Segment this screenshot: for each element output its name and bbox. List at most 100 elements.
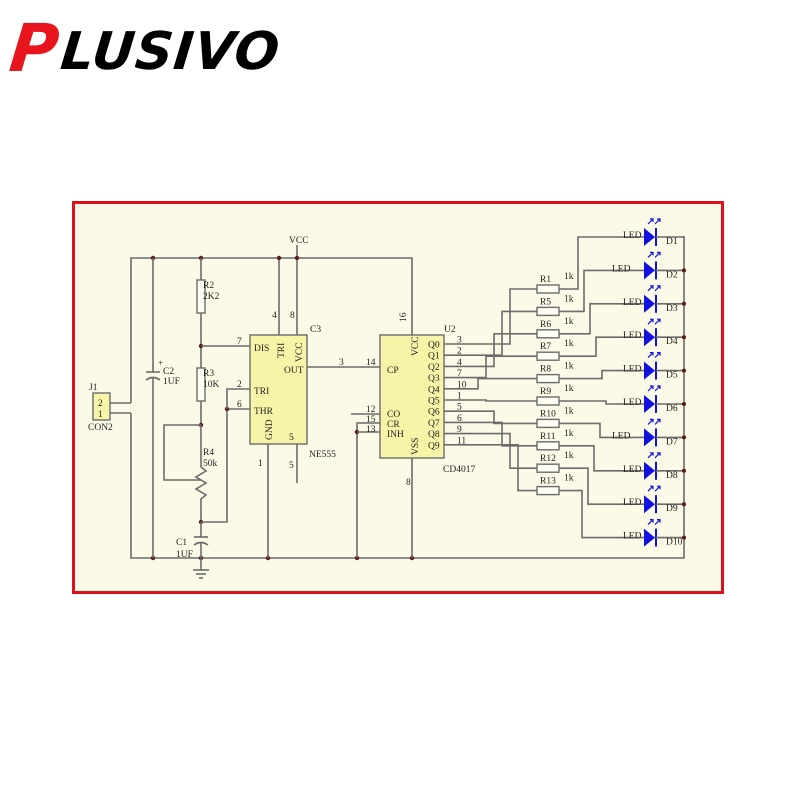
r4-value: 50k xyxy=(203,459,218,469)
d10-label: LED xyxy=(623,532,642,542)
cd4017-inh: INH xyxy=(387,430,404,440)
d3-ref: D3 xyxy=(666,304,678,314)
led-diode-icon xyxy=(644,228,655,246)
r4-ref: R4 xyxy=(203,448,214,458)
wire-q6 xyxy=(444,410,537,425)
r7-ref: R7 xyxy=(540,342,551,352)
ne555-timer-ic: 7 DIS 2 TRI 6 THR 4 8 TRI VCC OUT 3 GND … xyxy=(237,311,380,558)
ne555-out: OUT xyxy=(284,366,304,376)
light-arrow-icon xyxy=(647,318,654,325)
d1-label: LED xyxy=(623,231,642,241)
resistor-r12 xyxy=(536,463,560,473)
ne555-pin-6: 6 xyxy=(237,400,242,410)
led-diode-icon xyxy=(644,261,655,280)
output-stage-q3: R7 1k xyxy=(444,336,644,379)
light-arrow-icon xyxy=(647,519,654,526)
d4-label: LED xyxy=(623,331,642,341)
r11-ref: R11 xyxy=(540,432,556,442)
junction-dot xyxy=(682,468,686,473)
cd4017-pin-15: 15 xyxy=(366,415,376,425)
j1-pin-2: 2 xyxy=(98,399,103,409)
cd4017-q3: Q3 xyxy=(428,374,440,384)
cd4017-cr: CR xyxy=(387,420,400,430)
wire-q9 xyxy=(444,443,537,492)
junction-dot xyxy=(682,402,686,406)
r11-value: 1k xyxy=(564,429,574,439)
j1-ref: J1 xyxy=(89,383,98,393)
cd4017-pin-3: 3 xyxy=(457,336,462,346)
led-diode-icon xyxy=(644,328,655,347)
c1-ref: C1 xyxy=(176,538,187,548)
light-arrow-icon xyxy=(654,485,661,492)
junction-dot xyxy=(682,535,686,540)
resistor-r10 xyxy=(536,418,560,429)
cd4017-pin-7: 7 xyxy=(457,369,462,379)
led-d2: LED D2 xyxy=(612,251,686,280)
vcc-label: VCC xyxy=(289,236,309,246)
cd4017-pin-12: 12 xyxy=(366,405,376,415)
r9-value: 1k xyxy=(564,384,574,394)
light-arrow-icon xyxy=(654,318,661,325)
junction-dot xyxy=(682,435,686,440)
light-arrow-icon xyxy=(654,385,661,392)
light-arrow-icon xyxy=(647,285,654,292)
resistor-r13 xyxy=(536,485,560,496)
wire-r1-led xyxy=(559,236,644,290)
r12-ref: R12 xyxy=(540,454,556,464)
wire-q0 xyxy=(444,288,537,345)
cd4017-q0: Q0 xyxy=(428,341,440,351)
cd4017-vcc: VCC xyxy=(411,336,421,356)
ne555-pin-7: 7 xyxy=(237,337,242,347)
light-arrow-icon xyxy=(647,385,654,392)
light-arrow-icon xyxy=(654,352,661,359)
light-arrow-icon xyxy=(654,418,661,425)
light-arrow-icon xyxy=(654,452,661,459)
led-d1: LED D1 xyxy=(623,218,684,247)
r10-value: 1k xyxy=(564,406,574,416)
cd4017-pin-13: 13 xyxy=(366,425,376,435)
led-diode-icon xyxy=(644,495,655,514)
j1-pin-1: 1 xyxy=(98,410,103,420)
cd4017-pin-11: 11 xyxy=(457,436,466,446)
r8-value: 1k xyxy=(564,362,574,372)
c2-ref: C2 xyxy=(163,367,174,377)
c1-value: 1UF xyxy=(176,550,193,560)
cd4017-q7: Q7 xyxy=(428,419,440,429)
junction-dot xyxy=(682,502,686,507)
wire-q8 xyxy=(444,432,537,470)
junction-dot xyxy=(682,335,686,340)
ne555-dis: DIS xyxy=(254,344,269,354)
d1-ref: D1 xyxy=(666,237,678,247)
d5-ref: D5 xyxy=(666,371,678,381)
junction-dot xyxy=(682,268,686,273)
light-arrow-icon xyxy=(647,218,654,225)
light-arrow-icon xyxy=(647,485,654,492)
capacitor-c2: + C2 1UF xyxy=(145,258,180,558)
led-diode-icon xyxy=(644,395,655,413)
led-array: LEDD1LEDD2LEDD3LEDD4LEDD5LEDD6LEDD7LEDD8… xyxy=(612,218,686,548)
wire-r11-led xyxy=(559,444,644,472)
c2-polarity: + xyxy=(158,359,163,369)
wire-r6-led xyxy=(559,302,644,335)
ne555-pin-2: 2 xyxy=(237,380,242,390)
c2-value: 1UF xyxy=(163,377,180,387)
wire-r5-led xyxy=(559,269,644,313)
d2-ref: D2 xyxy=(666,270,678,280)
d4-ref: D4 xyxy=(666,337,678,347)
ne555-pin-8: 8 xyxy=(290,311,295,321)
light-arrow-icon xyxy=(647,352,654,359)
d2-label: LED xyxy=(612,264,631,274)
cd4017-pin-1: 1 xyxy=(457,392,462,402)
cd4017-cp: CP xyxy=(387,366,399,376)
